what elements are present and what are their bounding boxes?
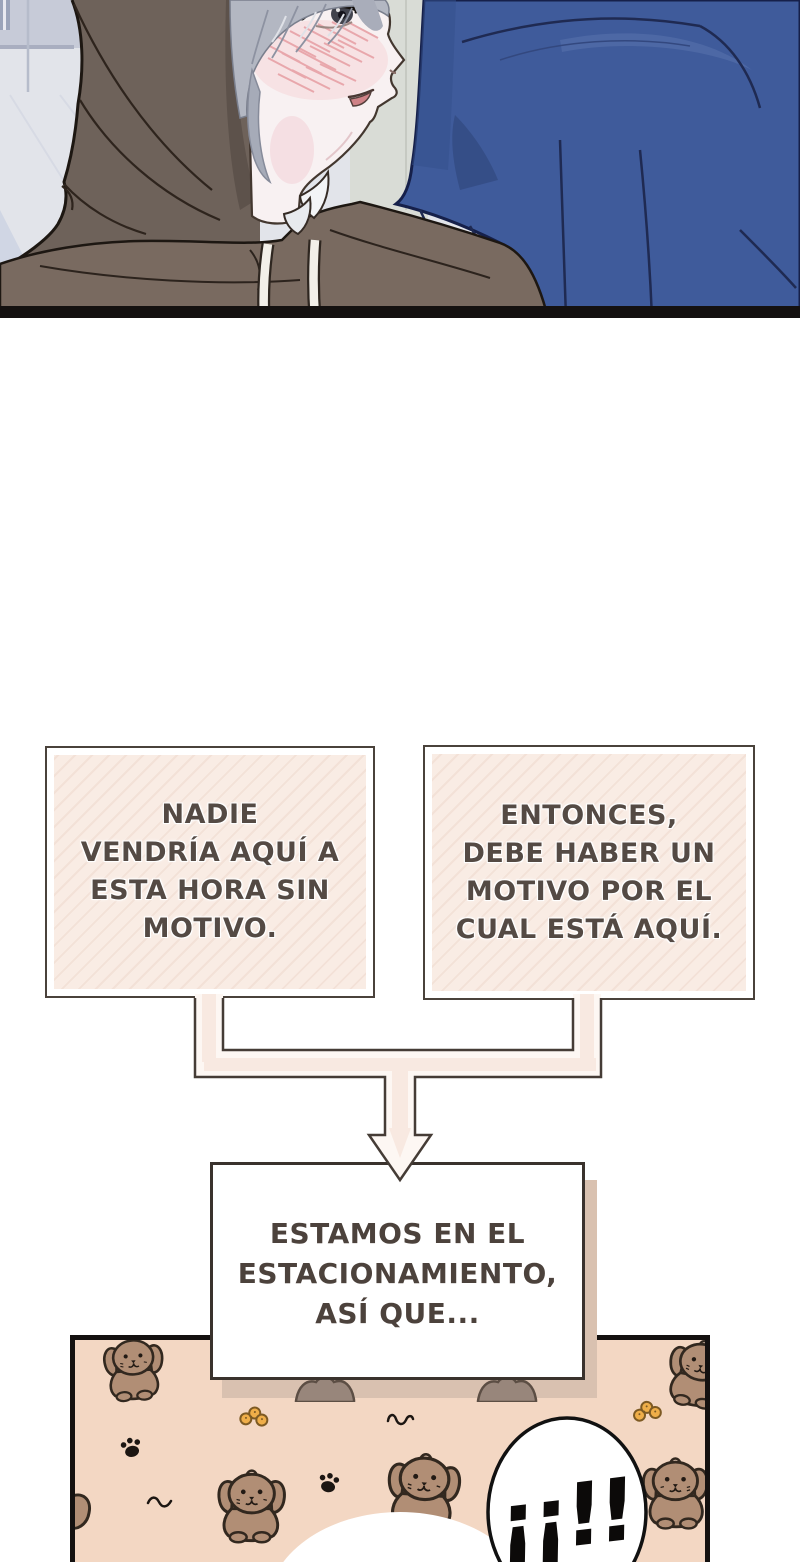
puppy-icon	[217, 1469, 286, 1544]
thought-box-right-fill: ENTONCES, DEBE HABER UN MOTIVO POR EL CU…	[432, 754, 746, 991]
exclamation-text: ¡¡!!	[498, 1460, 632, 1562]
speech-line: ESTAMOS EN EL	[269, 1217, 526, 1250]
thought-line: ENTONCES,	[500, 799, 678, 831]
thought-connector-arrow	[193, 994, 603, 1183]
thought-box-left: NADIE VENDRÍA AQUÍ A ESTA HORA SIN MOTIV…	[45, 746, 375, 998]
puppy-icon	[641, 1457, 709, 1530]
panel-border	[0, 306, 800, 318]
thought-line: MOTIVO POR EL	[465, 875, 713, 907]
thought-line: VENDRÍA AQUÍ A	[80, 837, 340, 868]
blush	[252, 20, 388, 184]
thought-line: ESTA HORA SIN	[90, 875, 330, 906]
hood	[0, 0, 260, 318]
speech-line: ESTACIONAMIENTO,	[237, 1257, 558, 1290]
shirt-collar	[282, 169, 330, 236]
puppy-head-peek	[476, 1376, 538, 1402]
puppy-head-peek	[294, 1376, 356, 1402]
hair	[229, 0, 390, 184]
thought-line: CUAL ESTÁ AQUÍ.	[455, 913, 723, 945]
speech-box-bottom: ESTAMOS EN EL ESTACIONAMIENTO, ASÍ QUE..…	[210, 1162, 585, 1380]
white-blob	[283, 1512, 517, 1562]
manga-panel-art	[0, 0, 800, 318]
speech-line: ASÍ QUE...	[315, 1297, 480, 1330]
thought-line: MOTIVO.	[142, 913, 278, 944]
squiggle-icon	[386, 1413, 415, 1426]
exclamation-bubble: ¡¡!!	[486, 1416, 648, 1562]
connector-outline	[193, 998, 603, 1183]
thought-line: NADIE	[161, 799, 259, 830]
blue-jacket-character	[392, 0, 800, 318]
thought-box-right: ENTONCES, DEBE HABER UN MOTIVO POR EL CU…	[423, 745, 755, 1000]
mouth	[348, 90, 373, 107]
hooded-character	[0, 0, 550, 318]
connector-hole-outline	[221, 998, 575, 1052]
thought-box-left-fill: NADIE VENDRÍA AQUÍ A ESTA HORA SIN MOTIV…	[54, 755, 366, 989]
squiggle-icon	[146, 1496, 173, 1508]
thought-line: DEBE HABER UN	[462, 837, 716, 869]
